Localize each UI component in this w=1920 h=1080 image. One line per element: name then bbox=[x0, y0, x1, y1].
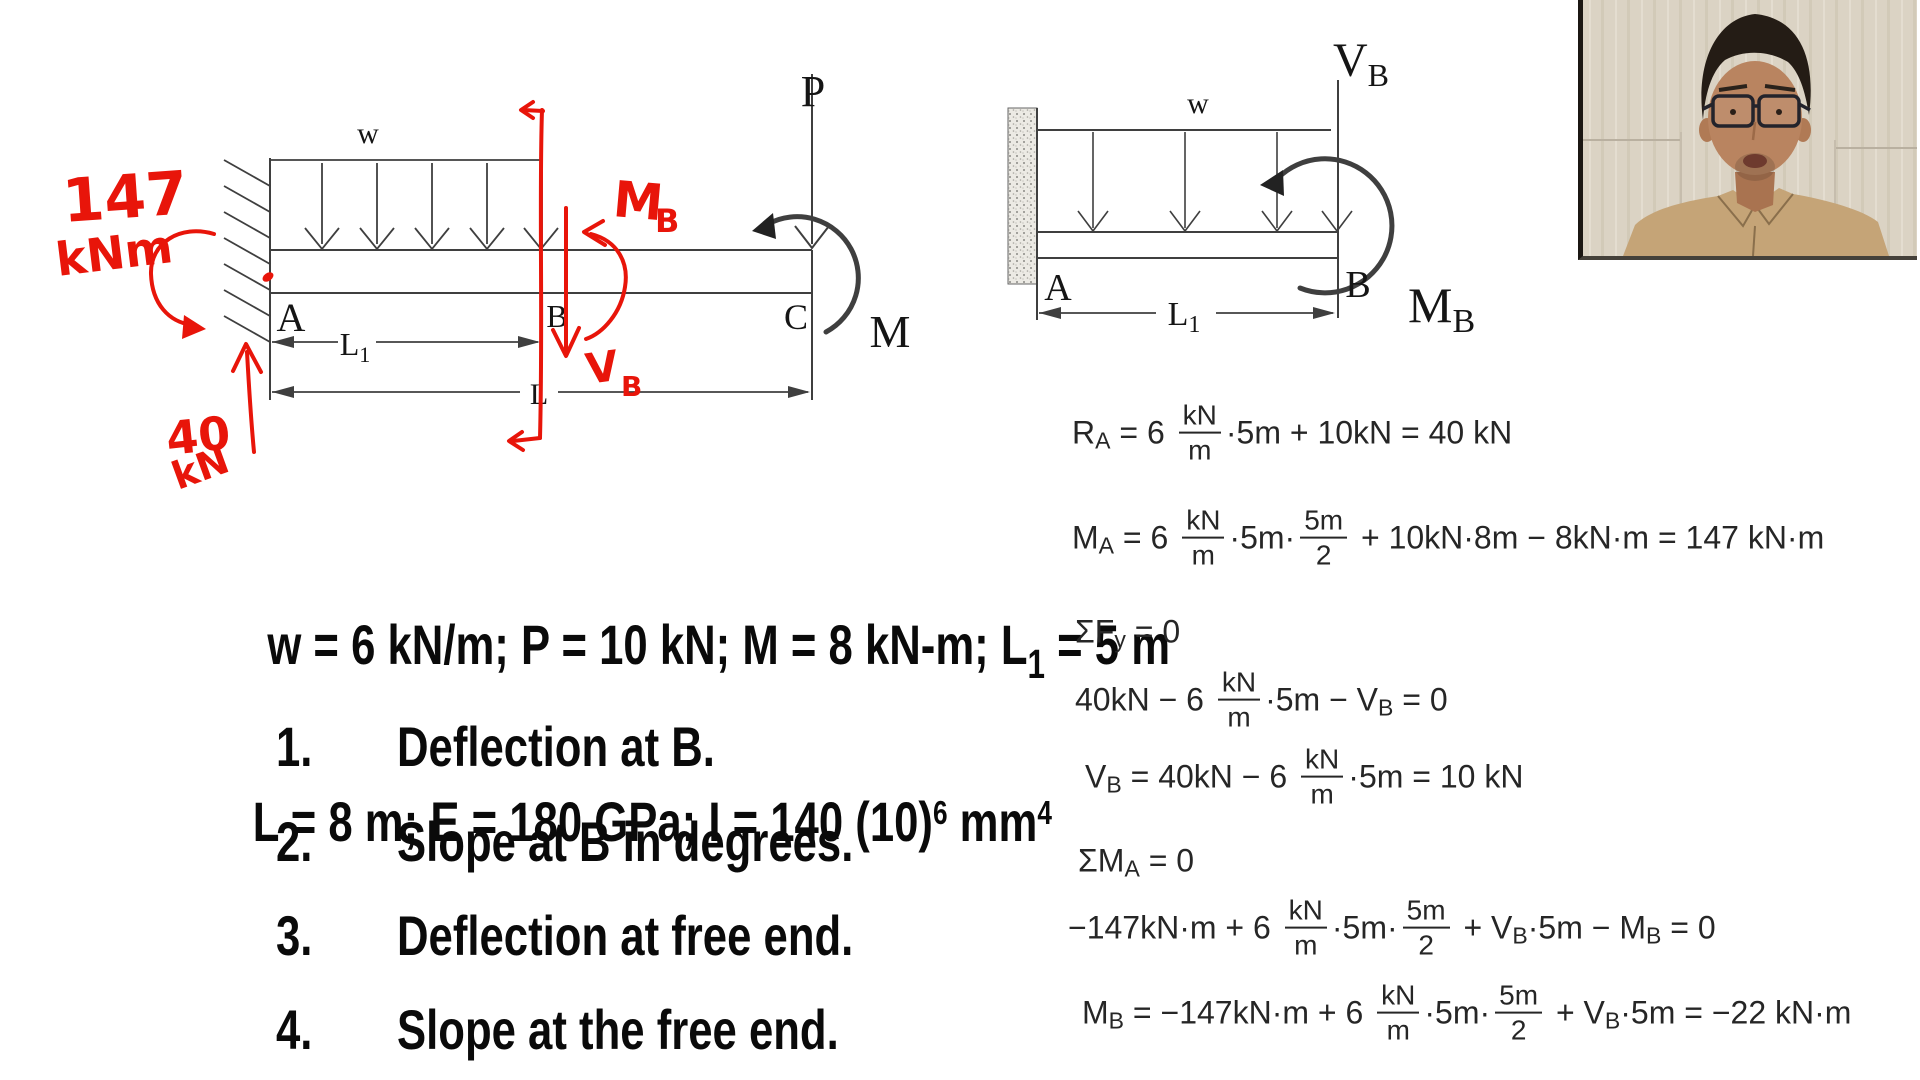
moment-mb-sub: B bbox=[655, 202, 679, 240]
shear-vb-annotation: V B bbox=[551, 206, 642, 403]
section-cut-line bbox=[507, 100, 545, 452]
dim-l1-label: L1 bbox=[340, 326, 371, 367]
fbd-load-label: w bbox=[1187, 87, 1209, 120]
dimension-lines bbox=[272, 336, 810, 398]
shear-vb-sub: B bbox=[621, 370, 642, 403]
person-neck bbox=[1735, 172, 1775, 212]
person-mouth bbox=[1743, 154, 1767, 168]
point-load-label: P bbox=[801, 67, 825, 116]
wall-stipple bbox=[1007, 107, 1038, 285]
fbd-support-a-label: A bbox=[1044, 267, 1072, 309]
moment-label: M bbox=[870, 306, 911, 357]
applied-moment-arc bbox=[752, 213, 861, 335]
support-a-label: A bbox=[277, 295, 306, 340]
question-item: 2. Slope at B in degrees. bbox=[276, 810, 854, 873]
point-b-label: B bbox=[546, 298, 567, 334]
fbd-vb-label: VB bbox=[1333, 34, 1389, 93]
load-label: w bbox=[357, 117, 379, 150]
presenter-person bbox=[1623, 14, 1889, 256]
question-item: 1. Deflection at B. bbox=[276, 715, 715, 778]
fbd-dimension bbox=[1039, 307, 1335, 319]
red-annotations: 147 kNm 40 kN V B bbox=[53, 100, 679, 498]
point-c-label: C bbox=[784, 297, 808, 337]
given-line-1: w = 6 kN/m; P = 10 kN; M = 8 kN-m; L1 = … bbox=[267, 613, 1171, 687]
reaction-moment-value: 147 bbox=[60, 158, 190, 237]
left-beam-diagram: w P A B C M L1 L bbox=[223, 67, 911, 411]
given-line-2: L = 8 m; E = 180 GPa; I = 140 (10)6 mm4 bbox=[252, 790, 1052, 853]
fbd-moment-arc bbox=[1260, 156, 1395, 296]
fbd-dim-l1-label: L1 bbox=[1168, 296, 1201, 338]
fbd-load-arrows bbox=[1077, 132, 1353, 233]
person-hair bbox=[1701, 14, 1811, 120]
point-load-arrow bbox=[794, 74, 830, 250]
fbd-point-b-label: B bbox=[1345, 264, 1370, 306]
fbd-mb-label: MB bbox=[1408, 277, 1475, 340]
webcam-video bbox=[1578, 0, 1917, 260]
person-shirt bbox=[1623, 188, 1889, 256]
question-item: 4. Slope at the free end. bbox=[276, 998, 839, 1061]
given-data: w = 6 kN/m; P = 10 kN; M = 8 kN-m; L1 = … bbox=[140, 502, 1171, 973]
reaction-force-annotation: 40 kN bbox=[164, 342, 263, 498]
moment-mb-annotation: M B bbox=[582, 170, 679, 341]
right-fbd-diagram: w A B VB MB L1 bbox=[1007, 34, 1475, 340]
question-item: 3. Deflection at free end. bbox=[276, 904, 854, 967]
reaction-force-value: 40 bbox=[164, 406, 233, 466]
presenter-avatar bbox=[1583, 0, 1917, 256]
shear-vb-label: V bbox=[583, 341, 622, 394]
moment-mb-label: M bbox=[611, 170, 666, 232]
distributed-load bbox=[270, 159, 559, 251]
